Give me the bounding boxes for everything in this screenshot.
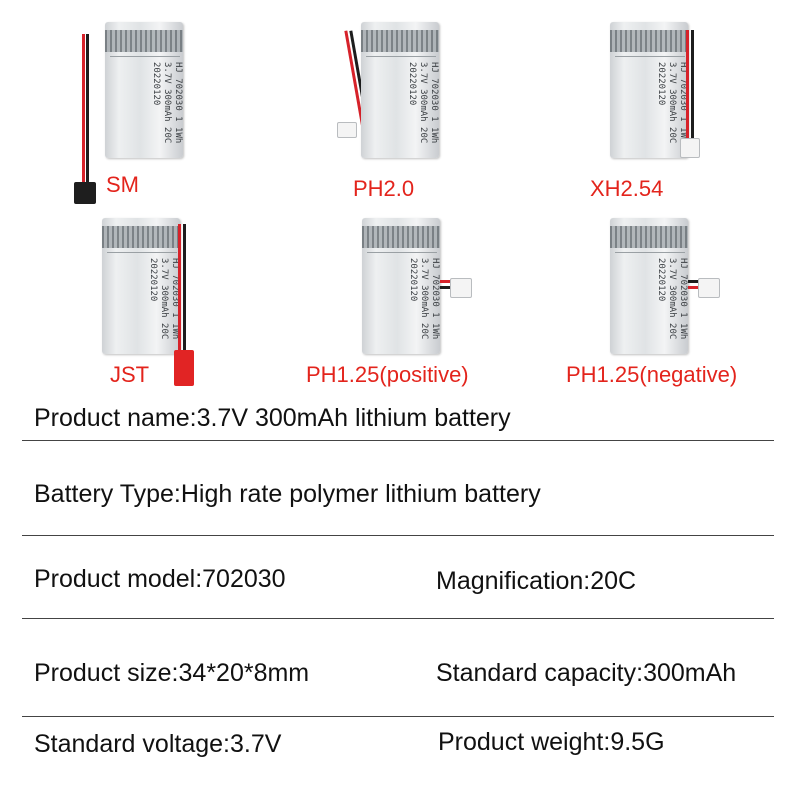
battery-ph20: HJ 702030 1 1Wh 3.7V 300mAh 20C 20220120 <box>325 10 455 180</box>
spec-battery-type: Battery Type:High rate polymer lithium b… <box>34 480 541 508</box>
black-wire <box>688 280 700 283</box>
battery-print: HJ 702030 1 1Wh 3.7V 300mAh 20C 20220120 <box>656 258 688 340</box>
red-wire <box>440 280 452 283</box>
spec-standard-voltage: Standard voltage:3.7V <box>34 730 282 758</box>
jst-connector-icon <box>174 350 194 386</box>
battery-print: HJ 702030 1 1Wh 3.7V 300mAh 20C 20220120 <box>148 258 180 340</box>
battery-ph125-negative: HJ 702030 1 1Wh 3.7V 300mAh 20C 20220120 <box>608 210 738 360</box>
spec-product-model: Product model:702030 <box>34 565 286 593</box>
battery-ph125-positive: HJ 702030 1 1Wh 3.7V 300mAh 20C 20220120 <box>360 210 490 360</box>
connector-label-xh254: XH2.54 <box>590 176 664 201</box>
black-wire <box>691 30 694 140</box>
battery-pack-image: HJ 702030 1 1Wh 3.7V 300mAh 20C 20220120 <box>105 22 183 158</box>
red-wire <box>82 34 85 184</box>
sm-connector-icon <box>74 182 96 204</box>
battery-pack-image: HJ 702030 1 1Wh 3.7V 300mAh 20C 20220120 <box>102 218 180 354</box>
black-wire <box>440 286 452 289</box>
xh254-connector-icon <box>680 138 700 158</box>
red-wire <box>688 286 700 289</box>
connector-label-ph20: PH2.0 <box>353 176 415 201</box>
spec-product-size: Product size:34*20*8mm <box>34 659 310 687</box>
spec-magnification: Magnification:20C <box>436 567 637 595</box>
spec-product-name: Product name:3.7V 300mAh lithium battery <box>34 404 511 432</box>
connector-label-sm: SM <box>106 172 139 197</box>
connector-label-ph125-negative: PH1.25(negative) <box>566 362 738 387</box>
spec-standard-capacity: Standard capacity:300mAh <box>436 659 737 687</box>
red-wire <box>178 224 181 354</box>
battery-pack-image: HJ 702030 1 1Wh 3.7V 300mAh 20C 20220120 <box>362 218 440 354</box>
connector-label-ph125-positive: PH1.25(positive) <box>306 362 469 387</box>
black-wire <box>183 224 186 354</box>
divider <box>22 535 774 536</box>
divider <box>22 716 774 717</box>
battery-print: HJ 702030 1 1Wh 3.7V 300mAh 20C 20220120 <box>407 62 439 144</box>
ph125-connector-icon <box>450 278 472 298</box>
ph20-connector-icon <box>337 122 357 138</box>
black-wire <box>86 34 89 189</box>
battery-print: HJ 702030 1 1Wh 3.7V 300mAh 20C 20220120 <box>408 258 440 340</box>
battery-xh254: HJ 702030 1 1Wh 3.7V 300mAh 20C 20220120 <box>600 10 730 180</box>
battery-print: HJ 702030 1 1Wh 3.7V 300mAh 20C 20220120 <box>151 62 183 144</box>
divider <box>22 618 774 619</box>
spec-product-weight: Product weight:9.5G <box>438 728 665 756</box>
divider <box>22 440 774 441</box>
battery-pack-image: HJ 702030 1 1Wh 3.7V 300mAh 20C 20220120 <box>361 22 439 158</box>
red-wire <box>686 30 689 140</box>
ph125-connector-icon <box>698 278 720 298</box>
battery-pack-image: HJ 702030 1 1Wh 3.7V 300mAh 20C 20220120 <box>610 218 688 354</box>
battery-sm: HJ 702030 1 1Wh 3.7V 300mAh 20C 20220120 <box>60 10 183 210</box>
battery-jst: HJ 702030 1 1Wh 3.7V 300mAh 20C 20220120 <box>100 210 230 390</box>
battery-pack-image: HJ 702030 1 1Wh 3.7V 300mAh 20C 20220120 <box>610 22 688 158</box>
connector-label-jst: JST <box>110 362 150 387</box>
